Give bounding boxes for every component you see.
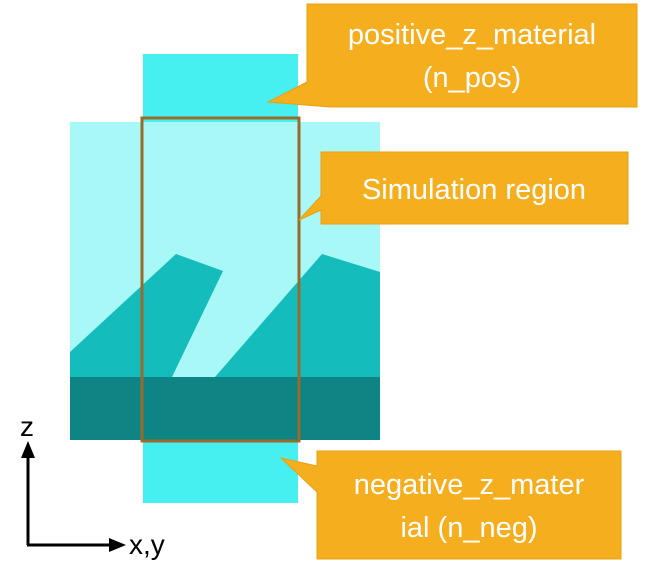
grating-tooth-1 [70, 254, 223, 377]
callout-positive-z-line1: positive_z_material [348, 19, 596, 51]
callout-positive-z-line2: (n_pos) [423, 62, 521, 94]
xy-axis-label: x,y [129, 529, 165, 560]
z-axis-arrowhead [21, 441, 35, 458]
coordinate-axes: z x,y [20, 411, 165, 560]
callout-negative-z: negative_z_mater ial (n_neg) [279, 450, 622, 560]
simulation-region-box [140, 116, 301, 443]
callout-negative-z-line1: negative_z_mater [354, 469, 585, 501]
callout-negative-z-line2: ial (n_neg) [400, 512, 537, 544]
substrate-layer [70, 377, 380, 440]
callout-simulation-region: Simulation region [298, 151, 629, 225]
callout-positive-z: positive_z_material (n_pos) [266, 3, 638, 108]
callout-simulation-line1: Simulation region [362, 174, 586, 206]
z-axis-label: z [20, 411, 34, 442]
xy-axis-arrowhead [109, 538, 126, 552]
